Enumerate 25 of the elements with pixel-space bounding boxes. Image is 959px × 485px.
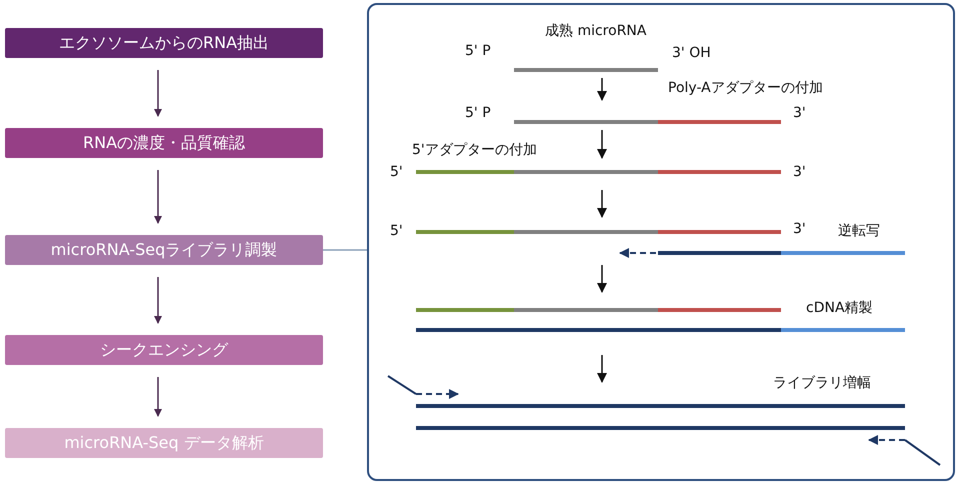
end-label: 5' P (465, 104, 491, 122)
process-box: シークエンシング (5, 335, 323, 365)
arrow (154, 70, 162, 117)
strand-label: 成熟 microRNA (545, 22, 646, 40)
process-box: microRNA-Seqライブラリ調製 (5, 235, 323, 265)
process-box: エクソソームからのRNA抽出 (5, 28, 323, 58)
end-label: 3' (793, 163, 806, 181)
connector-line (323, 249, 367, 251)
arrow (154, 277, 162, 324)
step-label: 逆転写 (838, 222, 880, 240)
end-label: 3' (793, 104, 806, 122)
arrow (154, 170, 162, 224)
step-label: Poly-Aアダプターの付加 (668, 79, 823, 97)
end-label: 5' P (465, 42, 491, 60)
end-label: 3' (793, 220, 806, 238)
process-box: microRNA-Seq データ解析 (5, 428, 323, 458)
end-label: 3' OH (672, 44, 711, 62)
step-label: cDNA精製 (806, 299, 873, 317)
end-label: 5' (390, 163, 403, 181)
step-label: 5'アダプターの付加 (412, 141, 537, 159)
step-label: ライブラリ増幅 (773, 374, 871, 392)
process-box: RNAの濃度・品質確認 (5, 128, 323, 158)
arrow (154, 377, 162, 417)
end-label: 5' (390, 222, 403, 240)
panel-box (367, 3, 955, 481)
